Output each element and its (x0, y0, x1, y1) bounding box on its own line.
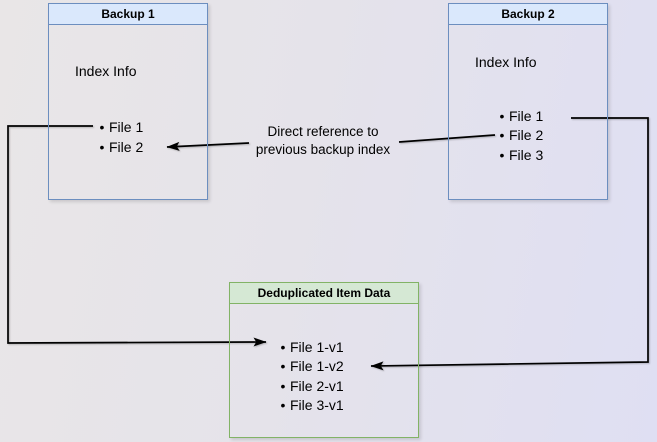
bullet-icon (276, 339, 290, 355)
dedup-file-list: File 1-v1 File 1-v2 File 2-v1 File 3-v1 (230, 337, 418, 415)
file-item: File 3 (449, 145, 607, 165)
file-item-label: File 2-v1 (290, 377, 344, 394)
file-item: File 1 (449, 106, 607, 126)
backup2-index-info-label: Index Info (475, 54, 537, 70)
file-item: File 1-v1 (230, 337, 418, 357)
bullet-icon (95, 139, 109, 155)
file-item: File 2 (449, 126, 607, 146)
backup2-title: Backup 2 (501, 7, 555, 21)
file-item-label: File 3-v1 (290, 397, 344, 414)
bullet-icon (95, 119, 109, 135)
dedup-header: Deduplicated Item Data (230, 283, 418, 304)
file-item: File 1-v2 (230, 357, 418, 377)
file-item-label: File 1-v1 (290, 338, 344, 355)
backup1-file-list: File 1 File 2 (49, 117, 207, 157)
file-item-label: File 1 (509, 107, 544, 124)
backup2-box: Backup 2 Index Info File 1 File 2 File 3 (448, 3, 608, 200)
dedup-box: Deduplicated Item Data File 1-v1 File 1-… (229, 282, 419, 438)
file-item: File 3-v1 (230, 396, 418, 416)
file-item: File 2 (49, 137, 207, 157)
file-item-label: File 1-v2 (290, 358, 344, 375)
backup2-file-list: File 1 File 2 File 3 (449, 106, 607, 165)
bullet-icon (276, 378, 290, 394)
backup1-header: Backup 1 (49, 4, 207, 25)
bullet-icon (276, 397, 290, 413)
backup1-title: Backup 1 (101, 7, 155, 21)
bullet-icon (276, 358, 290, 374)
direct-reference-edge-label: Direct reference to previous backup inde… (255, 124, 391, 157)
bullet-icon (495, 127, 509, 143)
bullet-icon (495, 108, 509, 124)
file-item-label: File 3 (509, 146, 544, 163)
backup1-box: Backup 1 Index Info File 1 File 2 (48, 3, 208, 200)
dedup-title: Deduplicated Item Data (257, 286, 391, 300)
file-item-label: File 2 (109, 139, 144, 155)
file-item: File 2-v1 (230, 376, 418, 396)
file-item-label: File 2 (509, 127, 544, 144)
bullet-icon (495, 147, 509, 163)
file-item-label: File 1 (109, 119, 144, 135)
backup1-index-info-label: Index Info (75, 63, 137, 79)
backup2-header: Backup 2 (449, 4, 607, 25)
file-item: File 1 (49, 117, 207, 137)
